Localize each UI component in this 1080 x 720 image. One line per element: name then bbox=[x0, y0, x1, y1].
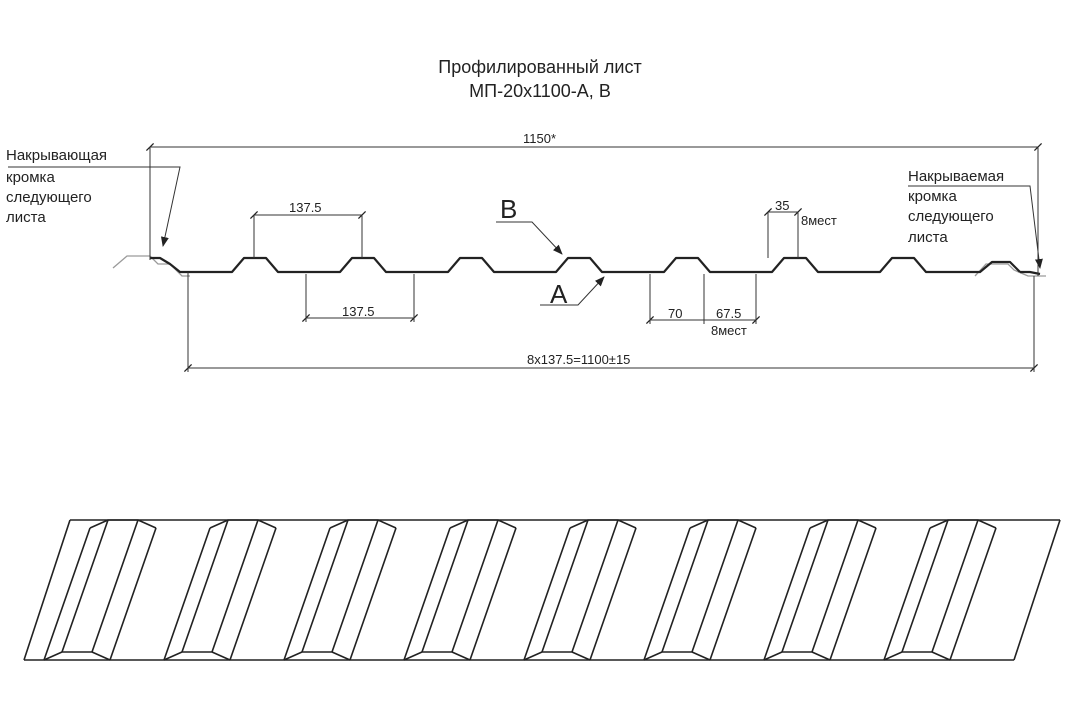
rib-line bbox=[421, 519, 469, 653]
rib-line bbox=[661, 519, 709, 653]
rib-cap-top bbox=[209, 519, 277, 529]
side-a-leader bbox=[540, 276, 605, 306]
rib-cap-top bbox=[689, 519, 757, 529]
profile-line bbox=[150, 256, 1021, 274]
rib-line bbox=[571, 519, 619, 653]
side-b-leader bbox=[496, 221, 563, 255]
rib-line bbox=[43, 527, 91, 661]
right-note-line-2: кромка bbox=[908, 188, 957, 205]
left-note-line-1: Накрывающая bbox=[6, 147, 107, 164]
left-note-line-2: кромка bbox=[6, 169, 55, 186]
rib-line bbox=[331, 519, 379, 653]
rib-line bbox=[931, 519, 979, 653]
left-note-line-3: следующего bbox=[6, 189, 92, 206]
pitch-bottom-label: 137.5 bbox=[342, 304, 375, 319]
rib-line bbox=[403, 527, 451, 661]
rib-line bbox=[691, 519, 739, 653]
rib-line bbox=[709, 527, 757, 661]
rib-cap-top bbox=[809, 519, 877, 529]
rib-step-label: 67.5 bbox=[716, 306, 741, 321]
annotations: 1150* 8х137.5=1100±15 137.5 137.5 35 8ме… bbox=[6, 131, 1004, 367]
right-note-line-3: следующего bbox=[908, 208, 994, 225]
overlap-ghost-right bbox=[974, 263, 1046, 277]
sheet-perspective-view bbox=[23, 519, 1061, 661]
rib-line bbox=[829, 527, 877, 661]
sheet-edge-left bbox=[23, 519, 71, 661]
overlap-ghost-left bbox=[112, 255, 190, 277]
sheet-edge-right bbox=[1013, 519, 1061, 661]
rib-line bbox=[91, 519, 139, 653]
crest-width-label: 35 bbox=[775, 198, 789, 213]
rib-line bbox=[283, 527, 331, 661]
rib-line bbox=[301, 519, 349, 653]
side-a-label: A bbox=[550, 279, 568, 309]
rib-line bbox=[469, 527, 517, 661]
rib-line bbox=[349, 527, 397, 661]
right-note-line-4: листа bbox=[908, 229, 948, 246]
rib-cap-top bbox=[569, 519, 637, 529]
profile-section bbox=[112, 255, 1046, 277]
rib-cap-top bbox=[929, 519, 997, 529]
pitch-top-label: 137.5 bbox=[289, 200, 322, 215]
rib-cap-top bbox=[329, 519, 397, 529]
rib-line bbox=[109, 527, 157, 661]
rib-line bbox=[763, 527, 811, 661]
rib-line bbox=[163, 527, 211, 661]
rib-cap-bottom bbox=[403, 651, 471, 661]
rib-cap-bottom bbox=[523, 651, 591, 661]
title-line-2: МП-20х1100-А, В bbox=[469, 81, 611, 101]
rib-line bbox=[811, 519, 859, 653]
rib-line bbox=[61, 519, 109, 653]
rib-line bbox=[451, 519, 499, 653]
rib-cap-bottom bbox=[163, 651, 231, 661]
rib-line bbox=[541, 519, 589, 653]
rib-cap-bottom bbox=[883, 651, 951, 661]
rib-line bbox=[643, 527, 691, 661]
side-b-label: B bbox=[500, 194, 517, 224]
left-note-line-4: листа bbox=[6, 209, 46, 226]
rib-line bbox=[781, 519, 829, 653]
right-note-leader bbox=[908, 185, 1043, 269]
trough-width-label: 70 bbox=[668, 306, 682, 321]
rib-line bbox=[229, 527, 277, 661]
rib-line bbox=[523, 527, 571, 661]
rib-line bbox=[883, 527, 931, 661]
dimensions bbox=[8, 142, 1043, 373]
rib-line bbox=[901, 519, 949, 653]
rib-line bbox=[181, 519, 229, 653]
rib-count-label: 8мест bbox=[711, 323, 747, 338]
total-width-label: 1150* bbox=[523, 131, 556, 146]
rib-line bbox=[949, 527, 997, 661]
working-width-label: 8х137.5=1100±15 bbox=[527, 352, 630, 367]
rib-cap-top bbox=[449, 519, 517, 529]
right-note-line-1: Накрываемая bbox=[908, 168, 1004, 185]
profile-lip-right bbox=[1020, 270, 1041, 276]
rib-cap-bottom bbox=[763, 651, 831, 661]
rib-cap-bottom bbox=[43, 651, 111, 661]
rib-line bbox=[211, 519, 259, 653]
left-note-leader bbox=[8, 166, 181, 247]
rib-line bbox=[589, 527, 637, 661]
rib-cap-top bbox=[89, 519, 157, 529]
rib-cap-bottom bbox=[283, 651, 351, 661]
crest-count-label: 8мест bbox=[801, 213, 837, 228]
title-line-1: Профилированный лист bbox=[438, 57, 642, 77]
rib-cap-bottom bbox=[643, 651, 711, 661]
